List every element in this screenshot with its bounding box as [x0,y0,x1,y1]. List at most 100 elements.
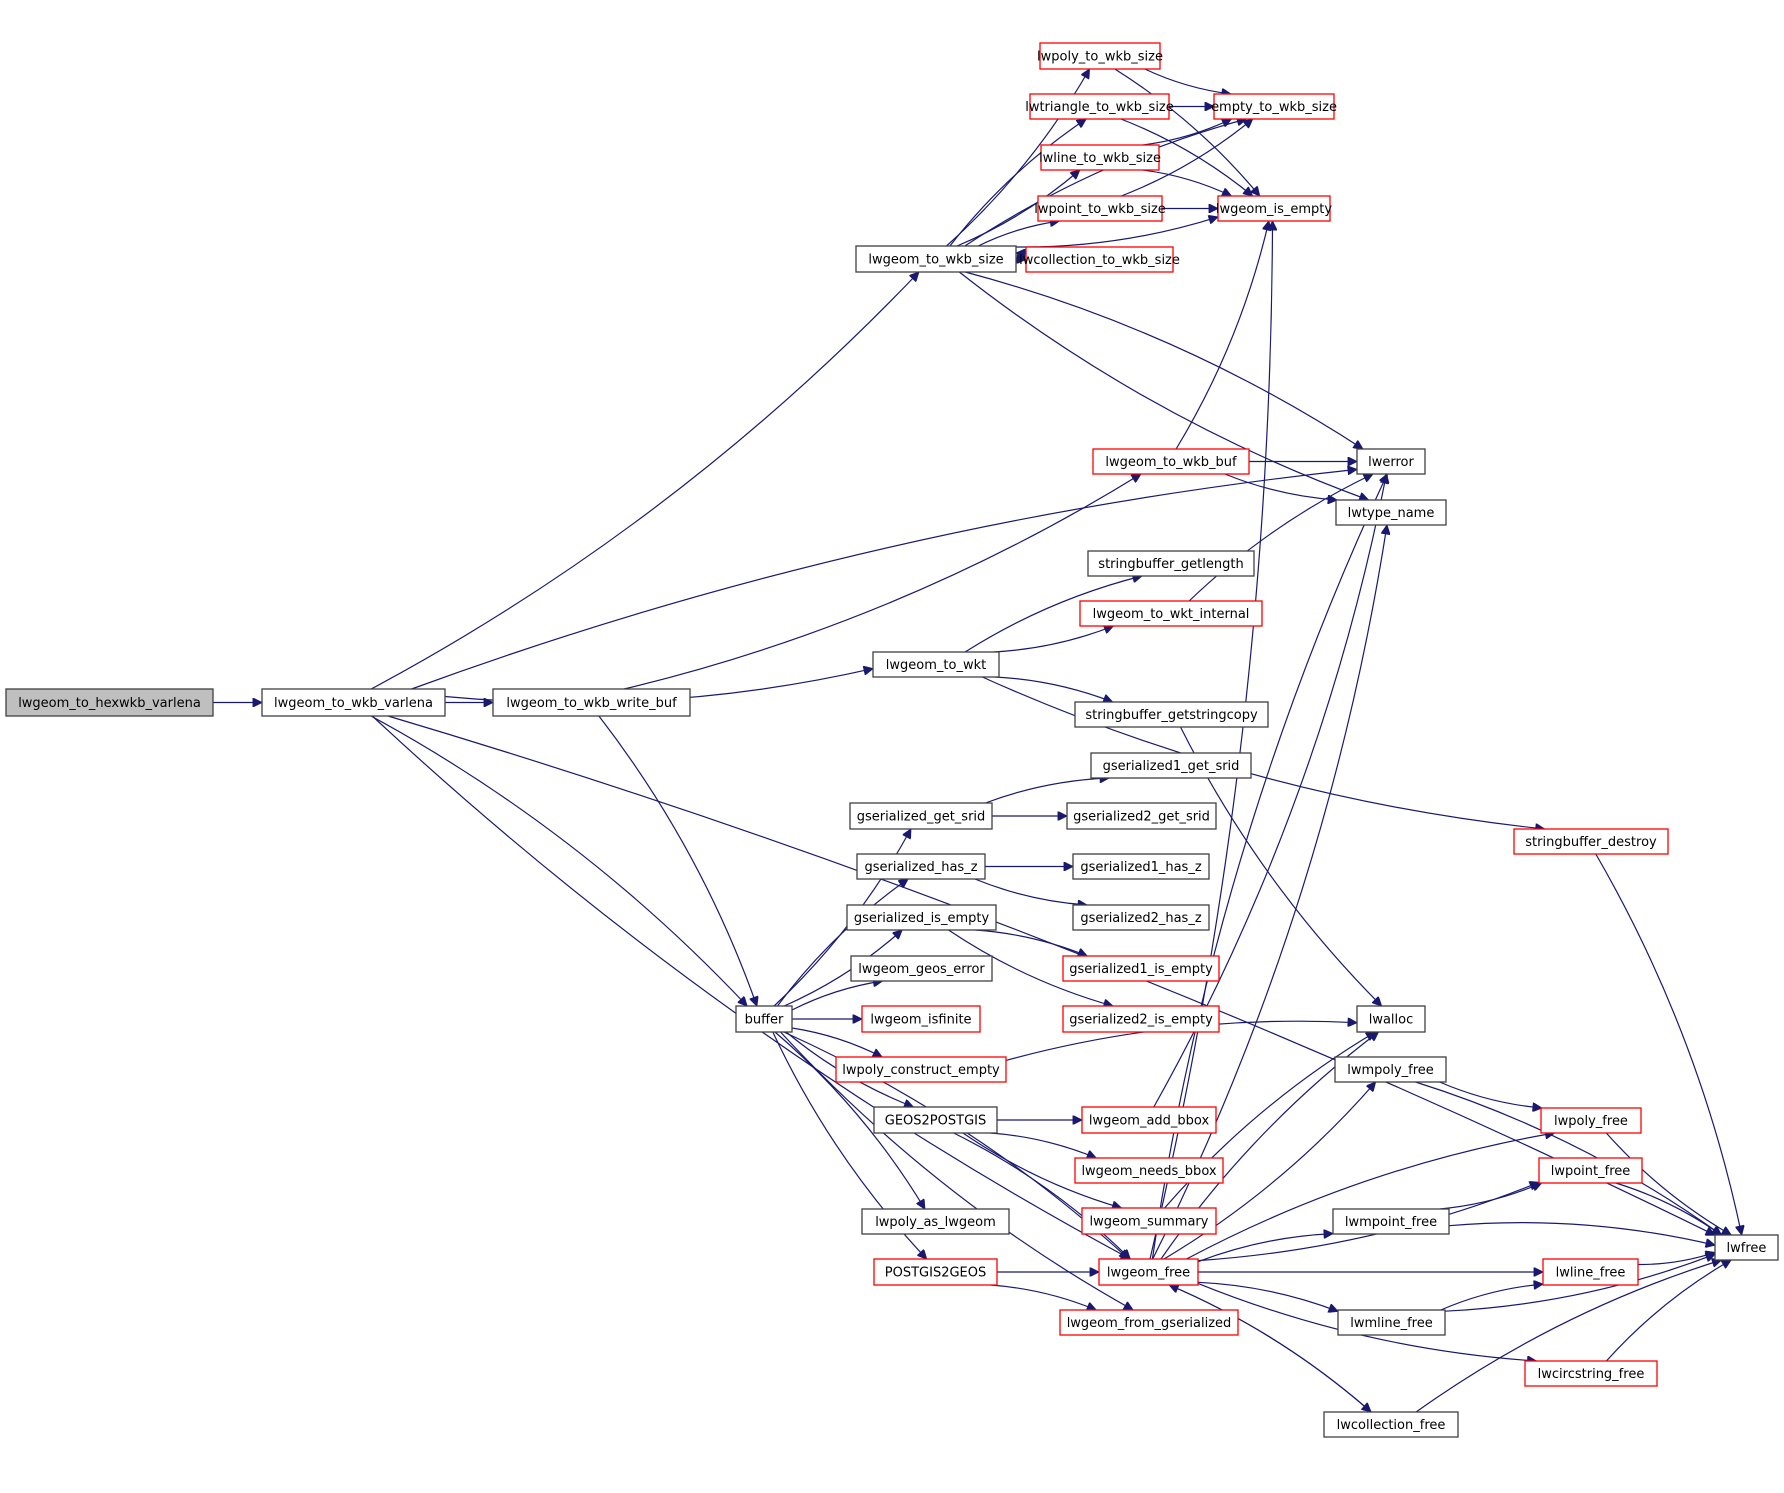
node-add-bbox[interactable]: lwgeom_add_bbox [1081,1106,1217,1134]
node-isfinite[interactable]: lwgeom_isfinite [861,1005,981,1033]
node-box[interactable] [492,688,691,717]
node-box[interactable] [1090,752,1252,779]
node-postgis2geos[interactable]: POSTGIS2GEOS [873,1258,998,1286]
node-gs1-get-srid[interactable]: gserialized1_get_srid [1090,752,1252,779]
node-box[interactable] [849,802,993,830]
node-sb-getlength[interactable]: stringbuffer_getlength [1087,550,1255,577]
node-poly-as-lwgeom[interactable]: lwpoly_as_lwgeom [861,1208,1010,1235]
node-box[interactable] [1542,1258,1639,1286]
node-lwfree[interactable]: lwfree [1714,1234,1779,1261]
node-box[interactable] [1213,93,1335,120]
node-sb-destroy[interactable]: stringbuffer_destroy [1513,828,1669,855]
node-geos2postgis[interactable]: GEOS2POSTGIS [873,1106,998,1134]
node-from-gserialized[interactable]: lwgeom_from_gserialized [1059,1309,1239,1336]
node-mline-free[interactable]: lwmline_free [1337,1309,1446,1336]
node-lwgeom-free[interactable]: lwgeom_free [1098,1258,1199,1286]
node-box[interactable] [855,245,1017,273]
node-circstring-free[interactable]: lwcircstring_free [1524,1360,1658,1387]
node-box[interactable] [1025,246,1174,273]
node-hexwkb-varlena[interactable]: lwgeom_to_hexwkb_varlena [5,688,214,717]
node-line-free[interactable]: lwline_free [1542,1258,1639,1286]
node-box[interactable] [1062,955,1220,982]
node-gs-get-srid[interactable]: gserialized_get_srid [849,802,993,830]
node-to-wkt[interactable]: lwgeom_to_wkt [872,651,1000,678]
node-box[interactable] [1524,1360,1658,1387]
node-collection-wkb-size[interactable]: lwcollection_to_wkb_size [1019,246,1180,273]
node-box[interactable] [1074,1157,1224,1184]
node-box[interactable] [1079,600,1263,627]
node-wkb-varlena[interactable]: lwgeom_to_wkb_varlena [261,688,446,717]
node-box[interactable] [861,1005,981,1033]
node-box[interactable] [873,1258,998,1286]
node-sb-getstringcopy[interactable]: stringbuffer_getstringcopy [1074,701,1269,728]
node-box[interactable] [1098,1258,1199,1286]
node-wkb-size[interactable]: lwgeom_to_wkb_size [855,245,1017,273]
node-poly-construct-empty[interactable]: lwpoly_construct_empty [835,1056,1007,1083]
node-box[interactable] [1092,448,1250,475]
node-wkb-buf[interactable]: lwgeom_to_wkb_buf [1092,448,1250,475]
node-gs-has-z[interactable]: gserialized_has_z [856,853,986,880]
node-mpoly-free[interactable]: lwmpoly_free [1334,1056,1447,1083]
node-box[interactable] [1334,1056,1447,1083]
node-box[interactable] [1335,499,1447,526]
node-box[interactable] [5,688,214,717]
node-box[interactable] [1040,144,1160,171]
node-mpoint-free[interactable]: lwmpoint_free [1332,1208,1450,1235]
node-box[interactable] [861,1208,1010,1235]
node-box[interactable] [1513,828,1669,855]
node-empty-wkb-size[interactable]: empty_to_wkb_size [1211,93,1337,120]
node-box[interactable] [1540,1107,1642,1134]
node-lwalloc[interactable]: lwalloc [1356,1005,1426,1033]
node-box[interactable] [850,955,993,982]
node-box[interactable] [1081,1207,1217,1235]
node-box[interactable] [1356,1005,1426,1033]
node-gs2-has-z[interactable]: gserialized2_has_z [1072,904,1210,931]
node-poly-free[interactable]: lwpoly_free [1540,1107,1642,1134]
node-gs-is-empty[interactable]: gserialized_is_empty [846,904,997,931]
node-gs1-is-empty[interactable]: gserialized1_is_empty [1062,955,1220,982]
node-gs2-is-empty[interactable]: gserialized2_is_empty [1062,1005,1220,1033]
node-box[interactable] [1087,550,1255,577]
node-line-wkb-size[interactable]: lwline_to_wkb_size [1039,144,1161,171]
node-triangle-wkb-size[interactable]: lwtriangle_to_wkb_size [1025,93,1174,120]
node-box[interactable] [1323,1411,1459,1438]
node-box[interactable] [1029,93,1170,120]
node-poly-wkb-size[interactable]: lwpoly_to_wkb_size [1037,42,1163,70]
node-box[interactable] [1039,42,1161,70]
node-box[interactable] [1714,1234,1779,1261]
node-box[interactable] [261,688,446,717]
node-box[interactable] [873,1106,998,1134]
node-box[interactable] [1072,853,1210,880]
node-box[interactable] [1356,448,1426,475]
node-box[interactable] [1072,904,1210,931]
node-box[interactable] [856,853,986,880]
node-box[interactable] [1066,802,1217,830]
node-gs2-get-srid[interactable]: gserialized2_get_srid [1066,802,1217,830]
node-box[interactable] [1538,1157,1643,1184]
node-needs-bbox[interactable]: lwgeom_needs_bbox [1074,1157,1224,1184]
node-box[interactable] [846,904,997,931]
node-box[interactable] [1074,701,1269,728]
node-point-wkb-size[interactable]: lwpoint_to_wkb_size [1034,195,1166,222]
node-wkb-write-buf[interactable]: lwgeom_to_wkb_write_buf [492,688,691,717]
node-box[interactable] [1337,1309,1446,1336]
node-box[interactable] [735,1005,793,1033]
node-box[interactable] [1332,1208,1450,1235]
node-buffer[interactable]: buffer [735,1005,793,1033]
node-summary[interactable]: lwgeom_summary [1081,1207,1217,1235]
node-lwtype-name[interactable]: lwtype_name [1335,499,1447,526]
node-geos-error[interactable]: lwgeom_geos_error [850,955,993,982]
node-point-free[interactable]: lwpoint_free [1538,1157,1643,1184]
node-box[interactable] [835,1056,1007,1083]
node-box[interactable] [1037,195,1163,222]
node-gs1-has-z[interactable]: gserialized1_has_z [1072,853,1210,880]
node-box[interactable] [1081,1106,1217,1134]
node-wkt-internal[interactable]: lwgeom_to_wkt_internal [1079,600,1263,627]
node-collection-free[interactable]: lwcollection_free [1323,1411,1459,1438]
node-box[interactable] [1217,195,1331,222]
node-box[interactable] [1062,1005,1220,1033]
node-box[interactable] [1059,1309,1239,1336]
node-lwerror[interactable]: lwerror [1356,448,1426,475]
node-box[interactable] [872,651,1000,678]
node-is-empty[interactable]: lwgeom_is_empty [1216,195,1333,222]
